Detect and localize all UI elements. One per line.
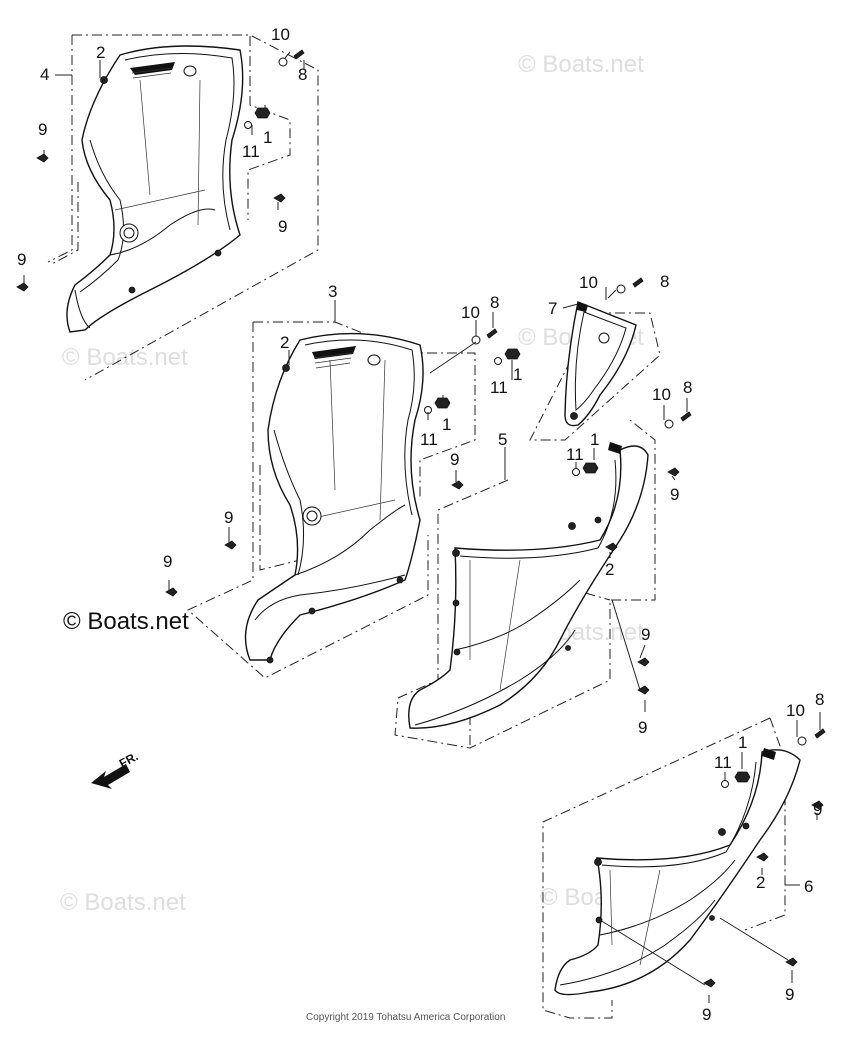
- callout-9: 9: [17, 250, 26, 269]
- callout-11: 11: [420, 430, 438, 449]
- callout-7: 7: [548, 299, 557, 318]
- callout-3: 3: [328, 282, 337, 301]
- callout-10: 10: [579, 273, 598, 292]
- front-direction-arrow: FR.: [91, 749, 140, 789]
- callout-9: 9: [785, 985, 794, 1004]
- callout-9: 9: [641, 625, 650, 644]
- callout-9: 9: [163, 552, 172, 571]
- callout-9: 9: [702, 1005, 711, 1024]
- callout-1: 1: [590, 430, 599, 449]
- callout-5: 5: [498, 430, 507, 449]
- part-group-7: [529, 277, 661, 441]
- callout-11: 11: [566, 445, 584, 464]
- part-group-4: [16, 34, 319, 381]
- callout-2: 2: [280, 333, 289, 352]
- watermark-main: © Boats.net: [63, 608, 189, 635]
- callout-1: 1: [738, 733, 747, 752]
- callout-9: 9: [278, 217, 287, 236]
- copyright-text: Copyright 2019 Tohatsu America Corporati…: [306, 1012, 505, 1023]
- callout-10: 10: [652, 385, 671, 404]
- callout-4: 4: [40, 65, 49, 84]
- callout-9: 9: [38, 120, 47, 139]
- callout-1: 1: [513, 365, 522, 384]
- part-group-6: [542, 712, 826, 1019]
- part-group-3: [165, 300, 521, 679]
- watermark: © Boats.net: [518, 51, 644, 78]
- watermark: © Boats.net: [60, 889, 186, 916]
- callout-8: 8: [815, 690, 824, 709]
- callout-2: 2: [756, 873, 765, 892]
- callout-8: 8: [683, 378, 692, 397]
- callout-9: 9: [813, 800, 822, 819]
- callout-8: 8: [298, 65, 307, 84]
- callout-8: 8: [660, 272, 669, 291]
- callout-10: 10: [271, 25, 290, 44]
- callout-9: 9: [224, 508, 233, 527]
- callout-2: 2: [605, 560, 614, 579]
- callout-9: 9: [670, 485, 679, 504]
- callout-2: 2: [96, 43, 105, 62]
- callout-11: 11: [714, 753, 732, 772]
- callout-10: 10: [786, 701, 805, 720]
- callout-11: 11: [242, 142, 260, 161]
- callout-1: 1: [263, 128, 272, 147]
- callout-11: 11: [490, 378, 508, 397]
- callout-9: 9: [450, 450, 459, 469]
- part-group-5: [394, 398, 692, 749]
- callout-6: 6: [804, 877, 813, 896]
- callout-9: 9: [638, 718, 647, 737]
- callout-10: 10: [461, 303, 480, 322]
- callout-1: 1: [442, 415, 451, 434]
- callout-8: 8: [490, 293, 499, 312]
